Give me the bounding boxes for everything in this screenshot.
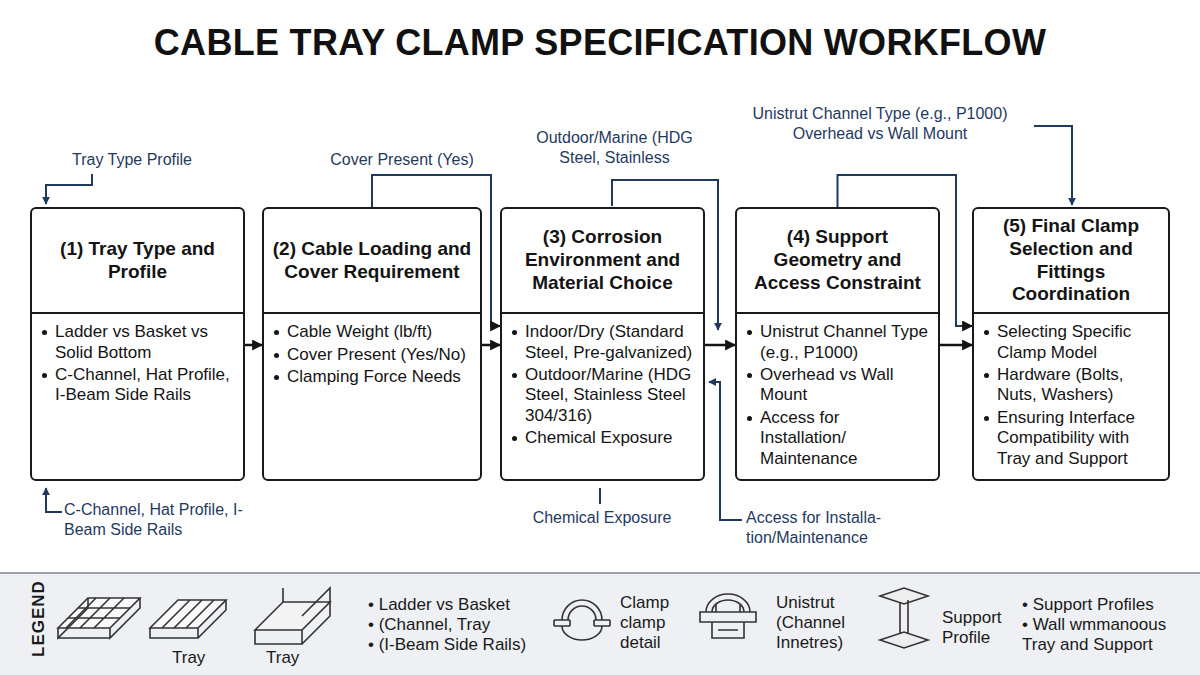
edge-label: Cover Present (Yes) (300, 150, 504, 170)
box-body: Selecting Specific Clamp ModelHardware (… (974, 314, 1168, 479)
bullet-text: Cover Present (Yes/No) (287, 345, 466, 365)
bullet-row: Chemical Exposure (510, 428, 695, 448)
basket-tray-icon (150, 600, 226, 638)
bullet-row: Clamping Force Needs (272, 367, 472, 387)
bullet-row: Ensuring Interface Compatibility with Tr… (982, 408, 1160, 469)
process-box: (4) Support Geometry and Access Constrai… (735, 207, 940, 481)
leader-line (599, 488, 601, 504)
annotation-label: Outdoor/Marine (HDG Steel, Stainless (520, 128, 709, 168)
leader-line (1034, 126, 1072, 205)
bullet-row: Overhead vs Wall Mount (745, 365, 930, 406)
box-body: Ladder vs Basket vs Solid BottomC-Channe… (32, 314, 243, 416)
bullet-row: Cover Present (Yes/No) (272, 345, 472, 365)
box-heading: (2) Cable Loading and Cover Requirement (264, 209, 480, 314)
bullet-text: Selecting Specific Clamp Model (997, 322, 1160, 363)
flow-arrow (482, 344, 500, 347)
legend-title: LEGEND (29, 587, 49, 657)
legend-text: Tray (172, 648, 212, 668)
bullet-text: Outdoor/Marine (HDG Steel, Stainless Ste… (525, 365, 695, 426)
box-body: Cable Weight (lb/ft) Cover Present (Yes/N… (264, 314, 480, 397)
bullet-text: Chemical Exposure (525, 428, 672, 448)
annotation-label: Tray Type Profile (40, 150, 224, 170)
box-heading: (1) Tray Type and Profile (32, 209, 243, 314)
bullet-row: Outdoor/Marine (HDG Steel, Stainless Ste… (510, 365, 695, 426)
box-body: Unistrut Channel Type (e.g., P1000)Overh… (737, 314, 938, 479)
annotation-label: C-Channel, Hat Profile, I-Beam Side Rail… (62, 500, 266, 540)
flow-arrow (940, 344, 972, 347)
bullet-text: C-Channel, Hat Profile, I-Beam Side Rail… (55, 365, 235, 406)
bullet-dot (42, 330, 47, 335)
bullet-dot (274, 353, 279, 358)
solid-tray-icon (255, 588, 330, 644)
legend-text: Tray (266, 648, 306, 668)
bullet-text: Hardware (Bolts, Nuts, Washers) (997, 365, 1160, 406)
bullet-dot (274, 375, 279, 380)
process-box: (1) Tray Type and ProfileLadder vs Baske… (30, 207, 245, 481)
bullet-dot (747, 373, 752, 378)
annotation-label: Access for Installa- tion/Maintenance (744, 508, 923, 548)
ladder-tray-icon (58, 598, 140, 638)
legend-text: • (I-Beam Side Rails) (368, 635, 543, 655)
box-heading: (3) Corrosion Environment and Material C… (502, 209, 703, 314)
clamp-icon (554, 600, 610, 640)
bullet-row: Unistrut Channel Type (e.g., P1000) (745, 322, 930, 363)
i-beam-icon (880, 588, 928, 648)
bullet-dot (747, 330, 752, 335)
bullet-text: Unistrut Channel Type (e.g., P1000) (760, 322, 930, 363)
box-heading: (5) Final Clamp Selection and Fittings C… (974, 209, 1168, 314)
flow-arrow (245, 344, 262, 347)
bullet-dot (42, 373, 47, 378)
process-box: (2) Cable Loading and Cover RequirementC… (262, 207, 482, 481)
bullet-dot (512, 373, 517, 378)
box-heading: (4) Support Geometry and Access Constrai… (737, 209, 938, 314)
bullet-dot (512, 436, 517, 441)
bullet-row: Access for Installation/ Maintenance (745, 408, 930, 469)
process-box: (5) Final Clamp Selection and Fittings C… (972, 207, 1170, 481)
bullet-text: Indoor/Dry (Standard Steel, Pre-galvaniz… (525, 322, 695, 363)
leader-line (46, 174, 92, 204)
bullet-row: Hardware (Bolts, Nuts, Washers) (982, 365, 1160, 406)
bullet-text: Overhead vs Wall Mount (760, 365, 930, 406)
bullet-dot (512, 330, 517, 335)
process-box: (3) Corrosion Environment and Material C… (500, 207, 705, 481)
bullet-text: Cable Weight (lb/ft) (287, 322, 432, 342)
annotation-label: Chemical Exposure (520, 508, 684, 528)
bullet-text: Clamping Force Needs (287, 367, 461, 387)
legend-text: Unistrut (Channel Innetres) (776, 593, 876, 653)
bullet-row: Indoor/Dry (Standard Steel, Pre-galvaniz… (510, 322, 695, 363)
bullet-row: Cable Weight (lb/ft) (272, 322, 472, 342)
bullet-row: Ladder vs Basket vs Solid Bottom (40, 322, 235, 363)
legend-text: • Ladder vs Basket (368, 595, 538, 615)
legend-text: • Wall wmmanoous Tray and Support (1022, 615, 1192, 655)
bullet-row: Selecting Specific Clamp Model (982, 322, 1160, 363)
legend-text: • (Channel, Tray (368, 615, 538, 635)
bullet-text: Ensuring Interface Compatibility with Tr… (997, 408, 1160, 469)
legend-text: Support Profile (942, 608, 1012, 648)
leader-line (46, 488, 62, 512)
bullet-dot (984, 373, 989, 378)
bullet-dot (984, 416, 989, 421)
bullet-dot (984, 330, 989, 335)
diagram-title: CABLE TRAY CLAMP SPECIFICATION WORKFLOW (0, 22, 1200, 64)
box-body: Indoor/Dry (Standard Steel, Pre-galvaniz… (502, 314, 703, 458)
unistrut-icon (700, 594, 756, 638)
legend-text: • Support Profiles (1022, 595, 1192, 615)
bullet-dot (274, 330, 279, 335)
legend-text: Clamp clamp detail (620, 593, 688, 653)
bullet-text: Access for Installation/ Maintenance (760, 408, 930, 469)
bullet-text: Ladder vs Basket vs Solid Bottom (55, 322, 235, 363)
bullet-dot (747, 416, 752, 421)
flow-arrow (705, 344, 735, 347)
bullet-row: C-Channel, Hat Profile, I-Beam Side Rail… (40, 365, 235, 406)
annotation-label: Unistrut Channel Type (e.g., P1000) Over… (728, 104, 1032, 144)
